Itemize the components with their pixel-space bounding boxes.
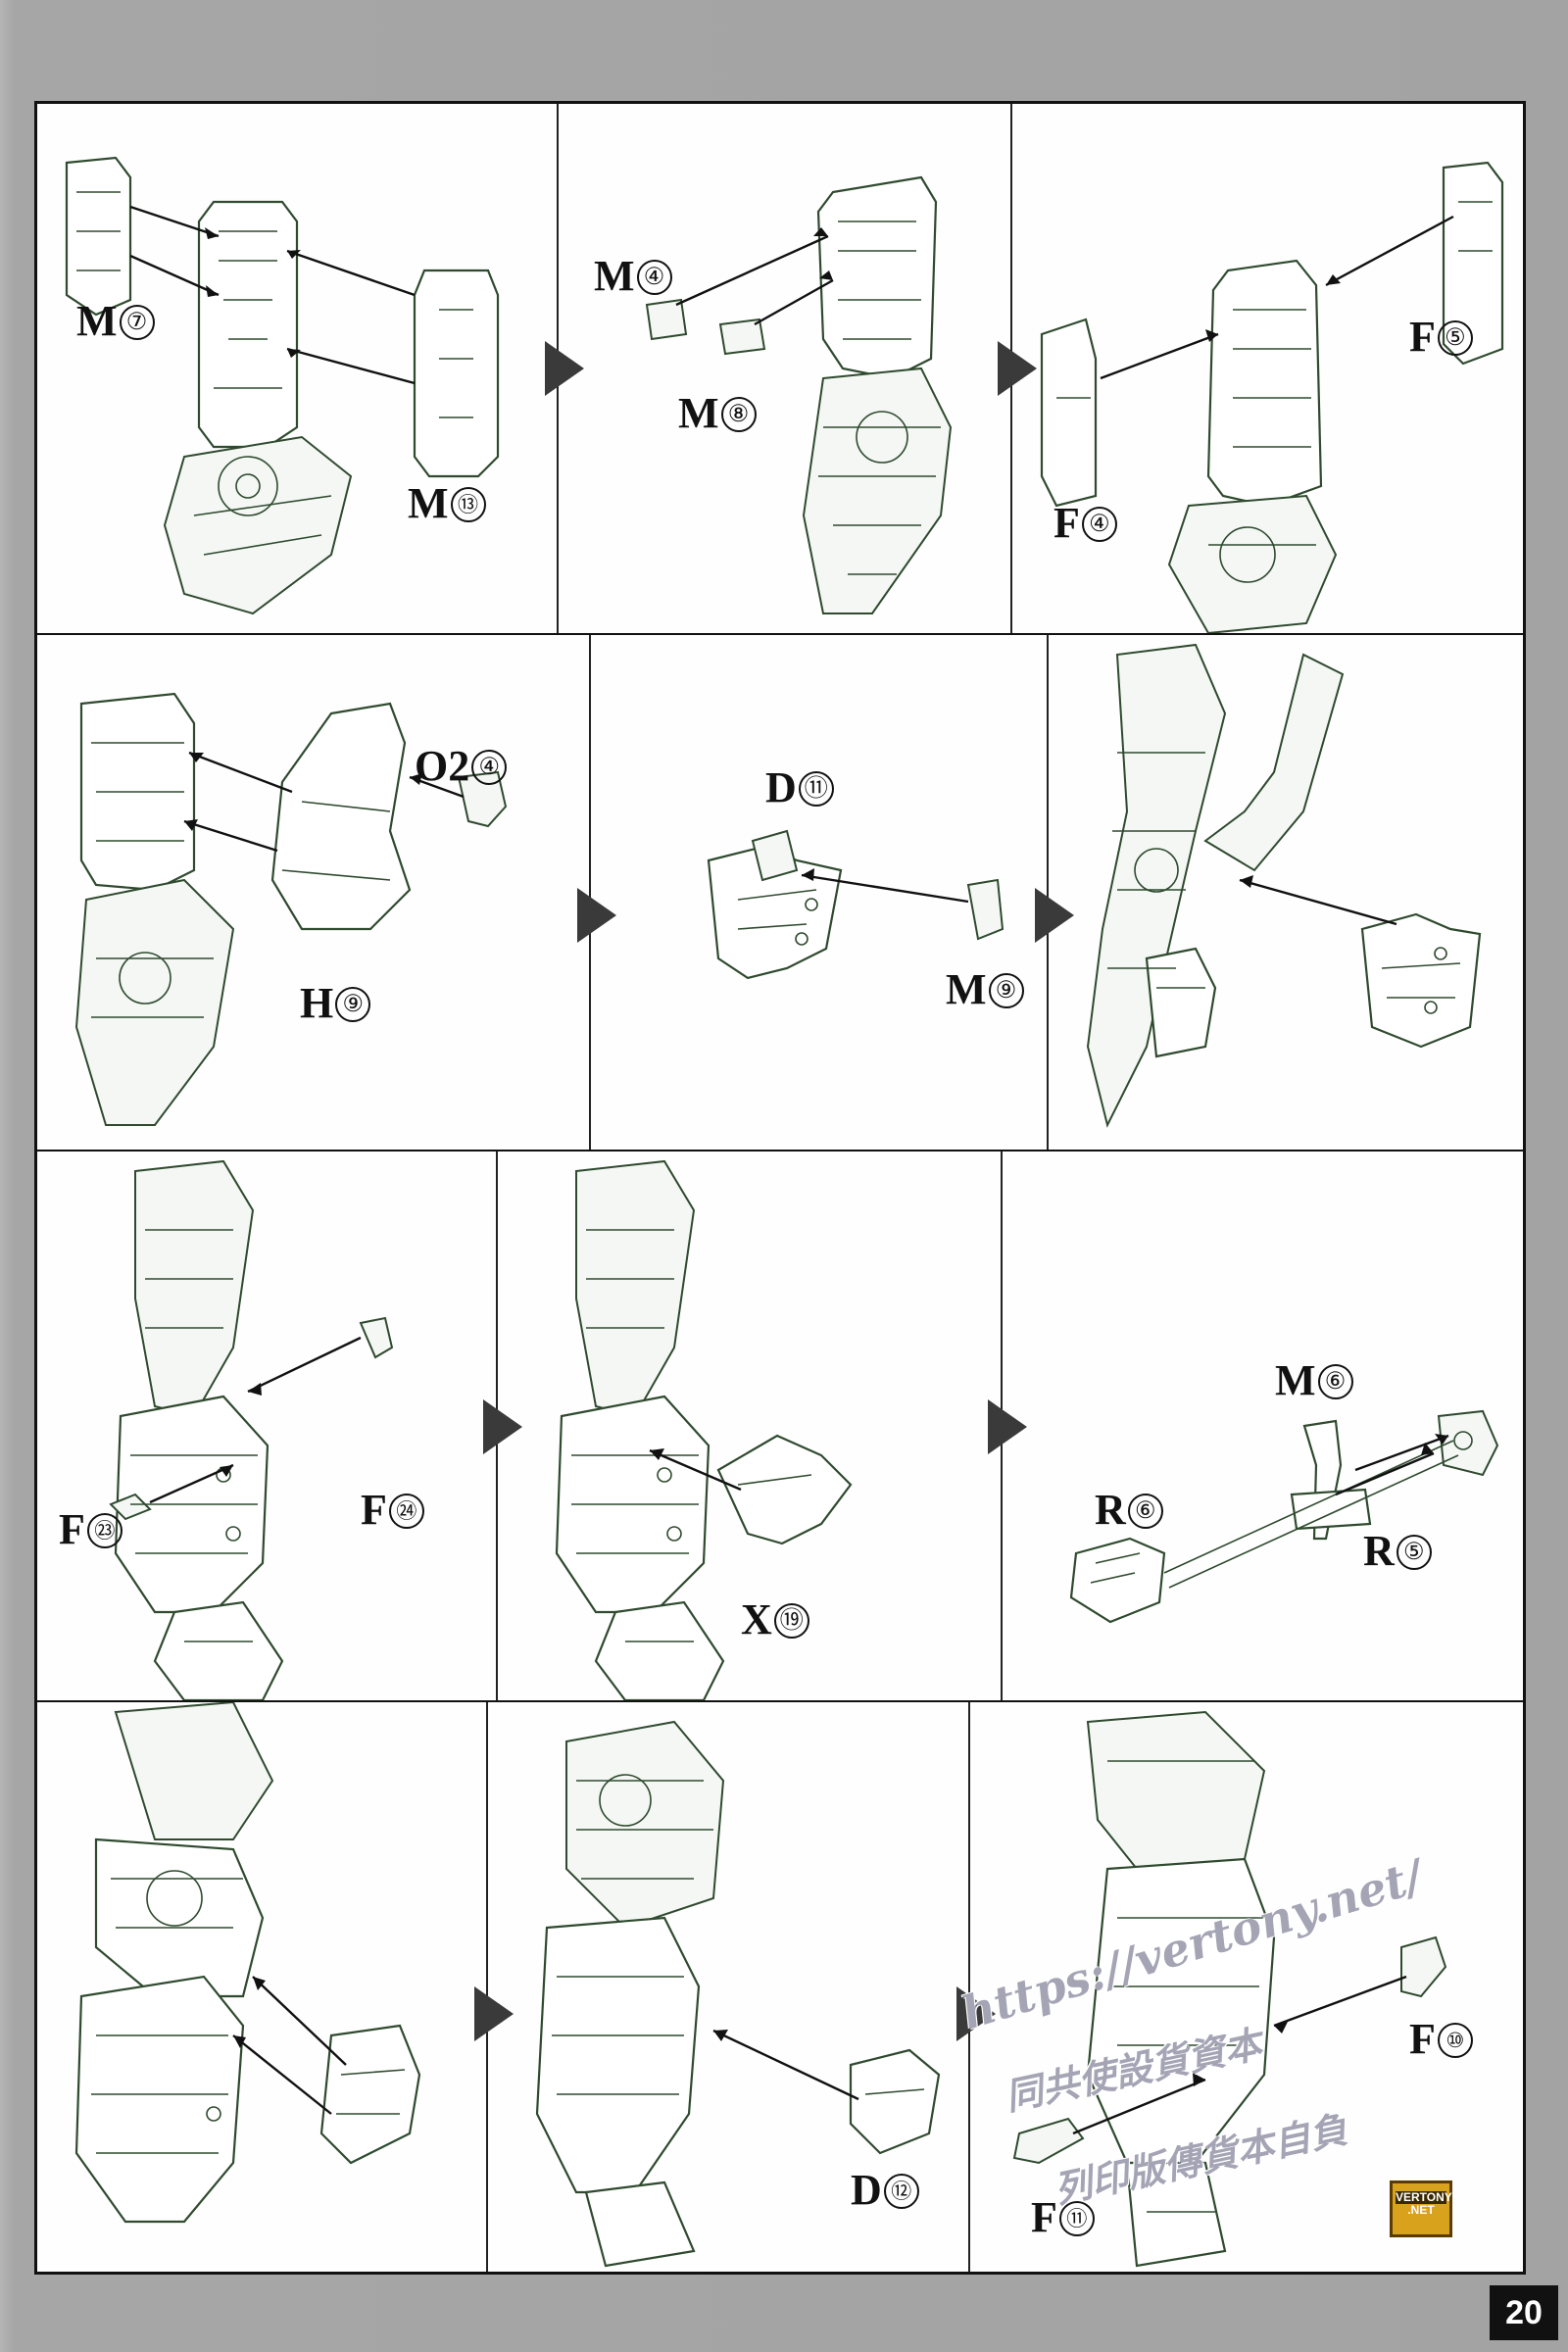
part-letter: F bbox=[1031, 2193, 1057, 2241]
part-letter: D bbox=[765, 763, 797, 811]
part-number: ⑤ bbox=[1437, 320, 1473, 356]
part-letter: X bbox=[741, 1595, 772, 1643]
part-number: ④ bbox=[471, 750, 508, 785]
part-number: ⑨ bbox=[335, 987, 371, 1022]
part-number: ㉓ bbox=[86, 1513, 122, 1548]
part-letter: R bbox=[1363, 1527, 1395, 1575]
leg-assembly-illustration bbox=[535, 1720, 941, 2268]
leg-assembly-illustration bbox=[109, 1159, 394, 1700]
step-arrow-icon bbox=[483, 1399, 522, 1454]
part-letter: D bbox=[851, 2166, 882, 2214]
part-letter: M bbox=[946, 965, 987, 1013]
step-arrow-icon bbox=[998, 341, 1037, 396]
part-number: ㉔ bbox=[388, 1494, 424, 1529]
part-letter: F bbox=[361, 1486, 387, 1534]
step-arrow-icon bbox=[1035, 888, 1074, 943]
part-letter: M bbox=[1275, 1356, 1316, 1404]
logo-text: VERTONY bbox=[1396, 2190, 1452, 2204]
part-number: ⑲ bbox=[773, 1603, 809, 1639]
part-number: ⑪ bbox=[798, 771, 834, 807]
part-subassembly-illustration bbox=[707, 829, 1004, 980]
part-number: ⑦ bbox=[119, 305, 155, 340]
arm-assembly-illustration bbox=[65, 156, 500, 615]
arm-assembly-illustration bbox=[645, 175, 953, 614]
part-letter: H bbox=[300, 979, 334, 1027]
arm-assembly-illustration bbox=[1040, 161, 1504, 633]
part-letter: M bbox=[594, 252, 635, 300]
part-letter: F bbox=[1409, 313, 1436, 361]
vertony-logo: VERTONY .NET bbox=[1390, 2180, 1452, 2237]
arm-assembly-illustration bbox=[74, 692, 508, 1126]
step-arrow-icon bbox=[956, 1986, 996, 2041]
logo-text: .NET bbox=[1407, 2203, 1435, 2217]
leg-assembly-illustration bbox=[74, 1702, 421, 2224]
step-arrow-icon bbox=[474, 1986, 514, 2041]
part-number: ⑨ bbox=[988, 973, 1024, 1008]
part-letter: M bbox=[408, 479, 449, 527]
step-arrow-icon bbox=[577, 888, 616, 943]
part-number: ⑫ bbox=[883, 2174, 919, 2209]
part-number: ⑤ bbox=[1396, 1535, 1432, 1570]
part-number: ⑪ bbox=[1058, 2201, 1095, 2236]
assembly-panel-2-3 bbox=[1049, 635, 1523, 1150]
page-number: 20 bbox=[1490, 2285, 1558, 2340]
part-number: ⑩ bbox=[1437, 2023, 1473, 2058]
step-arrow-icon bbox=[988, 1399, 1027, 1454]
part-number: ⑧ bbox=[720, 397, 757, 432]
part-letter: O2 bbox=[415, 742, 470, 790]
part-number: ⑥ bbox=[1317, 1364, 1353, 1399]
part-letter: R bbox=[1095, 1486, 1126, 1534]
leg-assembly-illustration bbox=[1012, 1710, 1447, 2268]
part-letter: M bbox=[678, 389, 719, 437]
part-number: ④ bbox=[1081, 507, 1117, 542]
part-letter: F bbox=[1409, 2015, 1436, 2063]
part-number: ④ bbox=[636, 260, 672, 295]
assembly-panel-4-1 bbox=[37, 1702, 486, 2272]
part-subassembly-illustration bbox=[1069, 1409, 1499, 1624]
arm-assembly-illustration bbox=[1086, 643, 1482, 1128]
part-letter: F bbox=[59, 1505, 85, 1553]
part-number: ⑬ bbox=[450, 487, 486, 522]
part-number: ⑥ bbox=[1127, 1494, 1163, 1529]
part-letter: F bbox=[1054, 499, 1080, 547]
leg-assembly-illustration bbox=[555, 1159, 853, 1700]
step-arrow-icon bbox=[545, 341, 584, 396]
part-letter: M bbox=[76, 297, 118, 345]
